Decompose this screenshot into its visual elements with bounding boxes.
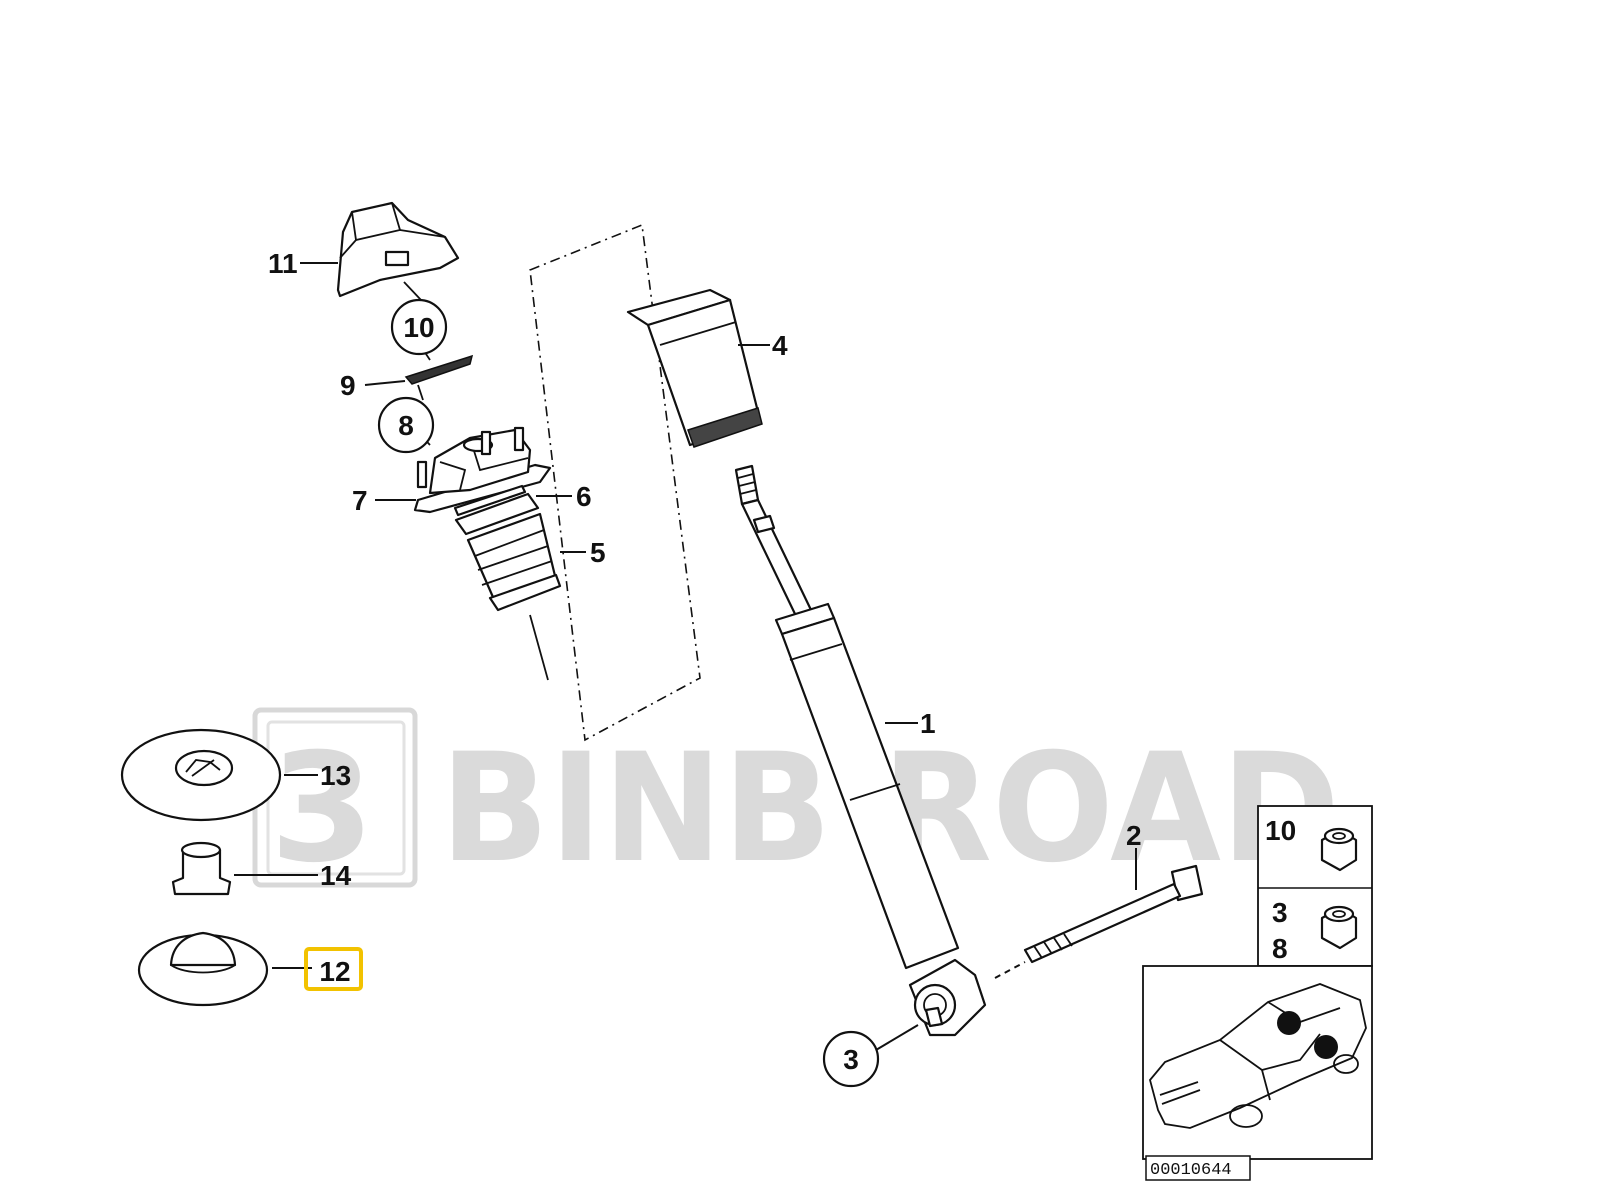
label-part-7: 7 [352, 485, 368, 516]
label-part-2: 2 [1126, 820, 1142, 851]
lock-nut-icon [1320, 905, 1358, 950]
label-part-3: 3 [843, 1044, 859, 1075]
label-part-5: 5 [590, 537, 606, 568]
watermark: 3 BINB ROAD [252, 707, 1340, 896]
label-part-6: 6 [576, 481, 592, 512]
label-part-4: 4 [772, 330, 788, 361]
location-marker-1 [1277, 1011, 1301, 1035]
label-part-10: 10 [403, 312, 434, 343]
label-part-8: 8 [398, 410, 414, 441]
label-part-12: 12 [319, 956, 350, 987]
part-2-bolt [994, 864, 1204, 979]
part-7-strut-mount [413, 426, 552, 514]
label-part-9: 9 [340, 370, 356, 401]
part-10-callout: 10 [390, 298, 448, 356]
nut-icon [1320, 827, 1358, 872]
part-11-top-cap [336, 201, 460, 298]
label-part-1: 1 [920, 708, 936, 739]
part-8-callout: 8 [377, 396, 435, 454]
legend-row1-part: 10 [1265, 815, 1296, 846]
part-12-cap-washer [137, 931, 269, 1007]
part-5-bump-stop [466, 512, 562, 612]
location-marker-2 [1314, 1035, 1338, 1059]
fastener-legend: 10 3 8 [1257, 805, 1373, 967]
label-part-14: 14 [320, 860, 352, 891]
part-14-bushing [171, 841, 232, 896]
legend-row2-part-a: 3 [1272, 897, 1288, 928]
label-part-11: 11 [268, 248, 298, 279]
car-location-thumbnail [1142, 965, 1373, 1160]
part-6-seat [453, 484, 540, 536]
group-dashed-outline [529, 223, 701, 742]
part-3-callout: 3 [822, 1030, 880, 1088]
watermark-logo: 3 [270, 722, 374, 896]
part-13-disc [120, 728, 282, 822]
diagram-code: 00010644 [1150, 1161, 1232, 1180]
legend-row2-part-b: 8 [1272, 933, 1288, 964]
diagram-code-box: 00010644 [1145, 1155, 1251, 1181]
part-1-shock-absorber [734, 464, 987, 1037]
part-12-highlight[interactable]: 12 [304, 947, 363, 991]
part-4-dust-boot [626, 288, 763, 448]
part-9-washer [404, 354, 474, 385]
label-part-13: 13 [320, 760, 351, 791]
